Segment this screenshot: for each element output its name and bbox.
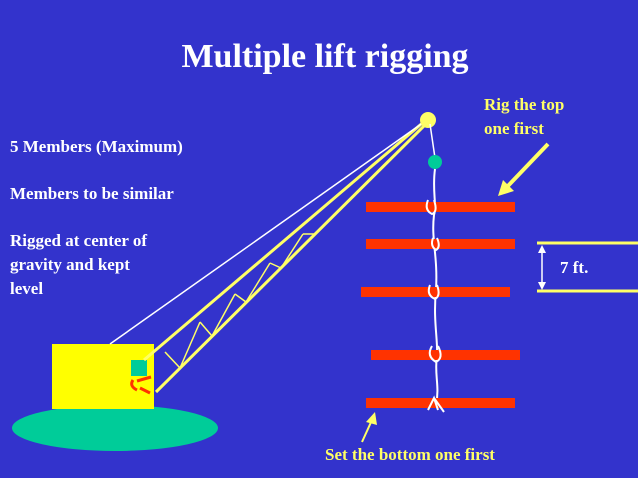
load-line [429,123,436,159]
slide-title: Multiple lift rigging [181,38,469,75]
hook-ball [428,155,442,169]
callout-rig-top-first: Rig the top one first [484,95,565,138]
crane-base [12,405,218,451]
bullet-max-members: 5 Members (Maximum) [10,137,183,156]
callout-set-bottom-first: Set the bottom one first [325,445,495,464]
arrow-rig-top [498,142,550,196]
spacing-label: 7 ft. [560,258,589,277]
hoist-cable [109,121,425,345]
member-5 [366,398,515,408]
choker-hitches [425,199,445,413]
member-2 [366,239,515,249]
boom-tip-sheave [420,112,436,128]
arrow-set-bottom [361,412,377,443]
operator-window [131,360,147,376]
operator-figure [130,375,152,395]
member-3 [361,287,510,297]
crane-boom [143,118,430,394]
spacing-dimension [537,241,638,293]
bullet-center-of-gravity: Rigged at center of gravity and kept lev… [10,231,148,298]
member-4 [371,350,520,360]
crane-cab [52,344,154,409]
member-1 [366,202,515,212]
bullet-similar-members: Members to be similar [10,184,174,203]
